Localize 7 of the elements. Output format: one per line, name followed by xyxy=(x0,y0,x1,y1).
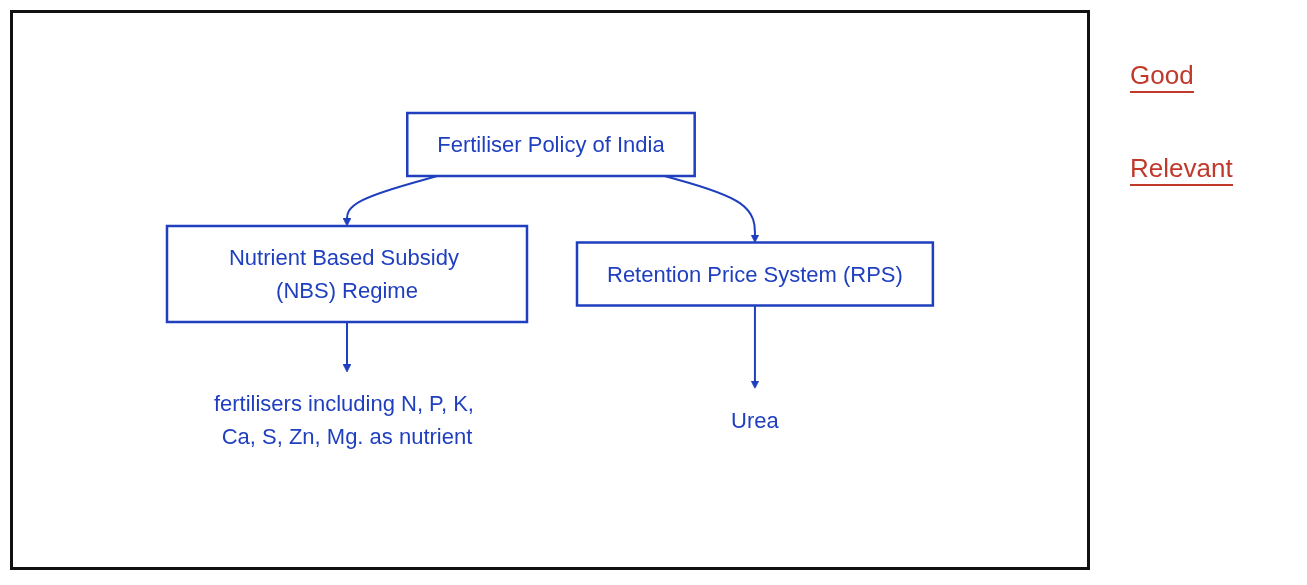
node-box: Fertiliser Policy of India xyxy=(406,111,696,177)
note: Good xyxy=(1130,60,1194,93)
node-box: Nutrient Based Subsidy (NBS) Regime xyxy=(165,224,529,323)
node-box: Retention Price System (RPS) xyxy=(575,240,935,307)
node-text: fertilisers including N, P, K, Ca, S, Zn, Mg. as nutrient xyxy=(213,390,475,449)
note: Relevant xyxy=(1130,153,1233,186)
node-text: Urea xyxy=(731,407,779,432)
